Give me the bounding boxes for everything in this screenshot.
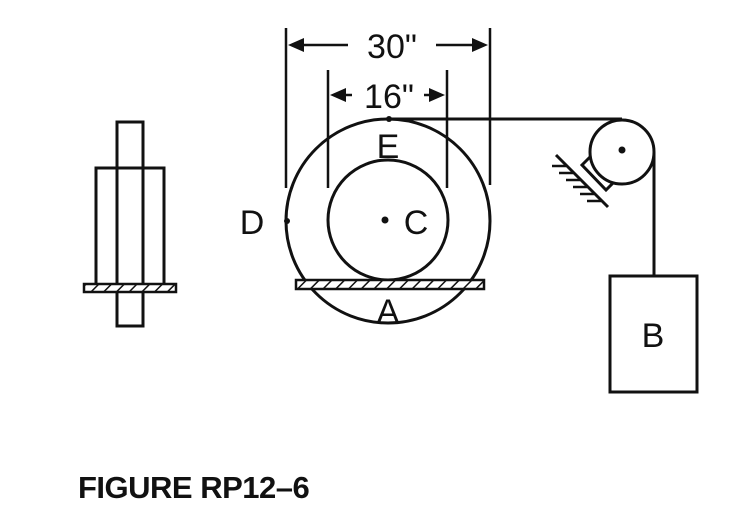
label-a: A bbox=[377, 293, 400, 331]
label-e: E bbox=[377, 128, 400, 166]
rope bbox=[389, 117, 656, 276]
label-d: D bbox=[240, 204, 265, 242]
label-b: B bbox=[642, 317, 665, 355]
inner-dimension-label: 16" bbox=[364, 78, 414, 116]
outer-dimension-label: 30" bbox=[367, 28, 417, 66]
figure-caption: FIGURE RP12–6 bbox=[78, 470, 310, 505]
side-view bbox=[82, 120, 178, 328]
side-view-axle bbox=[115, 120, 145, 328]
label-c: C bbox=[404, 204, 429, 242]
dimension-inner bbox=[326, 70, 449, 188]
point-c-dot bbox=[381, 216, 389, 224]
side-view-ground bbox=[82, 282, 178, 294]
ground-surface bbox=[294, 278, 486, 291]
pulley bbox=[552, 118, 656, 209]
point-d-dot bbox=[284, 218, 290, 224]
dimension-outer bbox=[284, 28, 492, 188]
spool bbox=[284, 116, 492, 325]
pulley-axle bbox=[618, 146, 626, 154]
block-b bbox=[608, 274, 699, 394]
